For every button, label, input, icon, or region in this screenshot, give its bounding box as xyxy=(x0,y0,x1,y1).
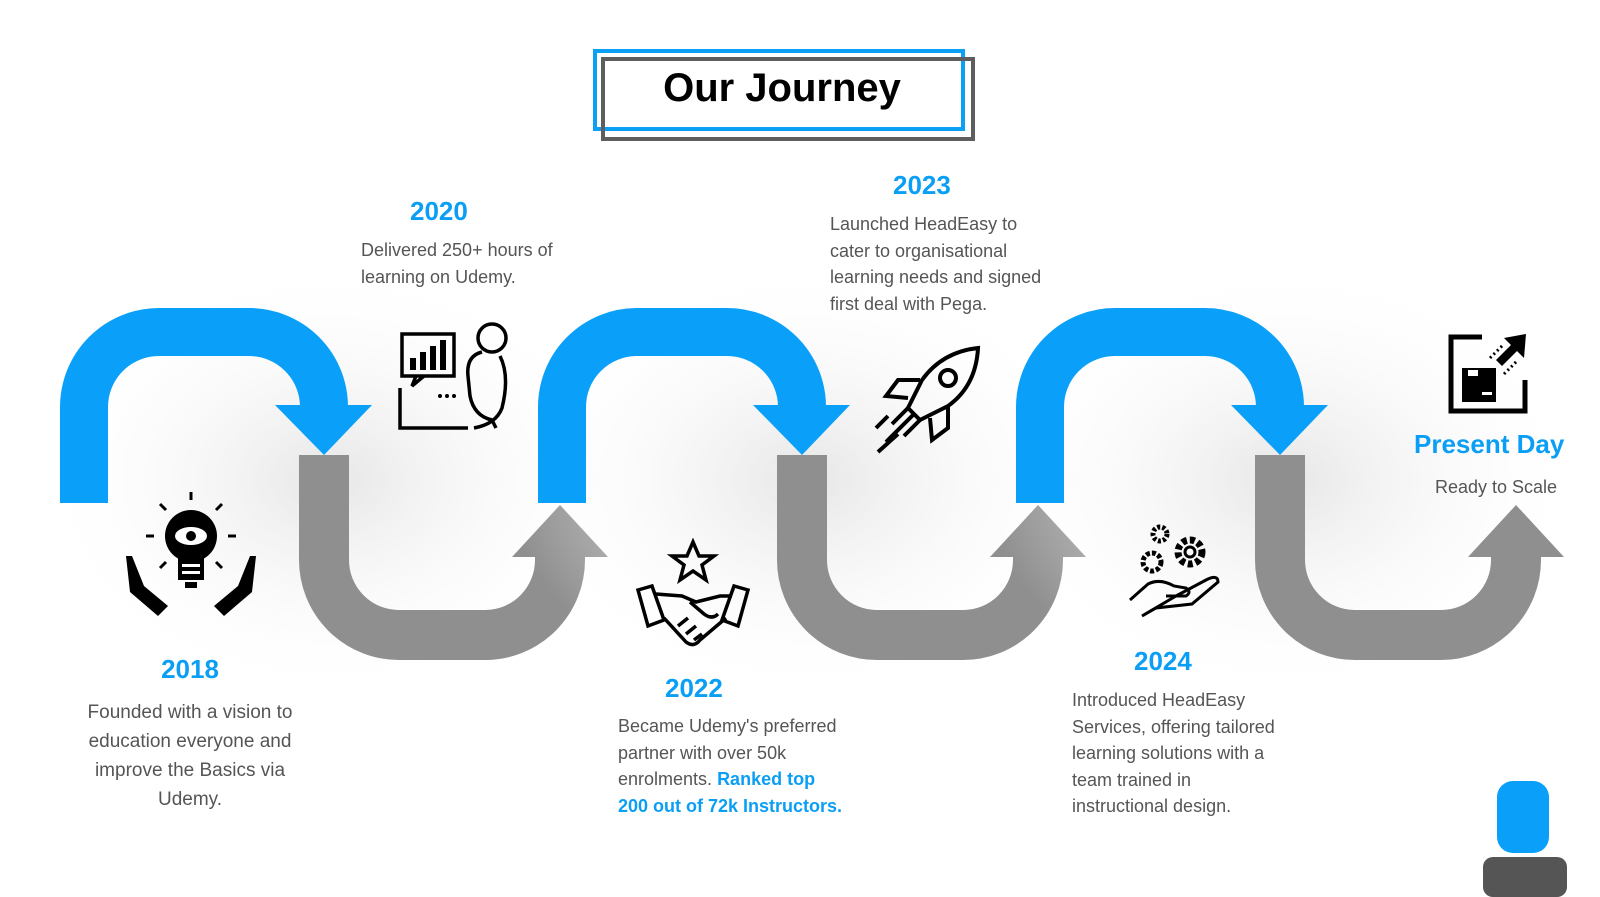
handshake-star-icon xyxy=(635,538,751,647)
rocket-icon xyxy=(874,345,981,454)
milestone-text-2023: Launched HeadEasy to cater to organisati… xyxy=(830,214,1042,314)
milestone-text-2018: Founded with a vision to education every… xyxy=(87,702,293,810)
title-frame-blue xyxy=(593,49,965,131)
milestone-year-2020: 2020 xyxy=(410,196,468,226)
milestone-year-2022: 2022 xyxy=(665,673,723,703)
milestone-highlight-2022: Ranked top 200 out of 72k Instructors. xyxy=(618,769,843,816)
chat-widget-button[interactable] xyxy=(1497,781,1549,853)
milestone-year-2024: 2024 xyxy=(1134,646,1192,676)
milestone-text-2022-main: Became Udemy's preferred partner with ov… xyxy=(618,716,837,789)
chat-widget-base xyxy=(1483,857,1567,897)
milestone-text-2024: Introduced HeadEasy Services, offering t… xyxy=(1072,690,1275,816)
milestone-text-2022: Became Udemy's preferred partner with ov… xyxy=(618,713,848,819)
milestone-year-present: Present Day xyxy=(1414,429,1565,459)
box-growth-icon xyxy=(1448,334,1528,414)
page-title: Our Journey xyxy=(663,66,901,110)
title-frame-gray xyxy=(601,57,975,141)
hand-gears-icon xyxy=(1129,524,1220,618)
milestone-text-present: Ready to Scale xyxy=(1435,477,1558,497)
lightbulb-hands-icon xyxy=(126,492,256,616)
milestone-text-2020: Delivered 250+ hours of learning on Udem… xyxy=(361,240,553,287)
milestone-year-2018: 2018 xyxy=(161,654,219,684)
milestone-year-2023: 2023 xyxy=(893,170,951,200)
person-chart-icon xyxy=(398,322,508,430)
